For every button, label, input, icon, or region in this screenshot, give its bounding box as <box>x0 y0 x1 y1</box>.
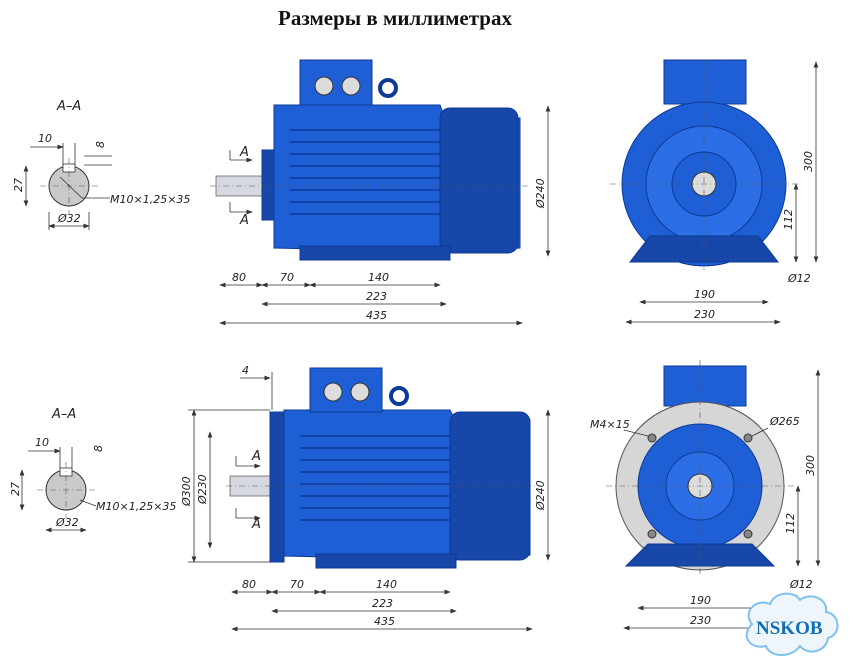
section-label-bottom: A–A <box>51 407 76 422</box>
height-label: 27 <box>12 178 25 192</box>
len-435-label: 435 <box>366 309 387 322</box>
diameter-label: Ø32 <box>57 212 81 225</box>
height-300-label-bottom: 300 <box>804 455 817 476</box>
logo-text: NSKOB <box>756 618 823 639</box>
height-300-label: 300 <box>802 151 815 172</box>
hole-12-label-bottom: Ø12 <box>789 578 813 591</box>
len-140-label: 140 <box>368 271 389 284</box>
width-190-label: 190 <box>694 288 715 301</box>
hole-12-label: Ø12 <box>787 272 811 285</box>
section-marker-top-b: A <box>239 213 249 228</box>
flange-4-label: 4 <box>242 364 249 377</box>
len-435-label-bottom: 435 <box>374 615 395 628</box>
page-title: Размеры в миллиметрах <box>278 6 512 30</box>
section-view-bottom: A–A 10 8 27 Ø32 M10×1,25×35 <box>9 407 176 533</box>
len-223-label-bottom: 223 <box>372 597 393 610</box>
section-marker-bottom-a: A <box>251 449 261 464</box>
height-112-label-bottom: 112 <box>784 513 797 534</box>
dia-230-label: Ø230 <box>196 474 209 505</box>
side-view-foot-mounted: A A Ø240 80 70 140 223 435 <box>210 59 551 326</box>
key-width-label-bottom: 10 <box>35 436 49 449</box>
len-80-label-bottom: 80 <box>242 578 256 591</box>
dia-300-label: Ø300 <box>180 476 193 507</box>
width-190-label-bottom: 190 <box>690 594 711 607</box>
bolt-label: M4×15 <box>590 418 630 431</box>
dia-240-label-bottom: Ø240 <box>534 480 547 511</box>
len-80-label: 80 <box>232 271 246 284</box>
end-view-flange-mounted: M4×15 Ø265 300 112 190 230 Ø12 <box>590 360 821 631</box>
diameter-label-bottom: Ø32 <box>55 516 79 529</box>
nskob-logo: NSKOB <box>745 592 839 656</box>
section-view-top: A–A 10 8 27 Ø32 M10×1,25×35 <box>12 99 190 230</box>
width-230-label: 230 <box>694 308 715 321</box>
height-label-bottom: 27 <box>9 482 22 496</box>
len-140-label-bottom: 140 <box>376 578 397 591</box>
section-marker-bottom-b: A <box>251 517 261 532</box>
thread-label: M10×1,25×35 <box>110 193 190 206</box>
thread-label-bottom: M10×1,25×35 <box>96 500 176 513</box>
height-112-label: 112 <box>782 209 795 230</box>
end-view-foot-mounted: 300 112 190 230 Ø12 <box>610 59 819 325</box>
key-depth-label: 8 <box>94 141 107 148</box>
len-223-label: 223 <box>366 290 387 303</box>
side-view-flange-mounted: A A 4 Ø300 Ø230 Ø240 80 70 140 223 435 <box>180 364 551 632</box>
len-70-label-bottom: 70 <box>290 578 304 591</box>
section-marker-top-a: A <box>239 145 249 160</box>
len-70-label: 70 <box>280 271 294 284</box>
dia-240-label: Ø240 <box>534 178 547 209</box>
width-230-label-bottom: 230 <box>690 614 711 627</box>
pcd-265-label: Ø265 <box>769 415 800 428</box>
key-width-label: 10 <box>38 132 52 145</box>
key-depth-label-bottom: 8 <box>92 445 105 452</box>
section-label: A–A <box>56 99 81 114</box>
